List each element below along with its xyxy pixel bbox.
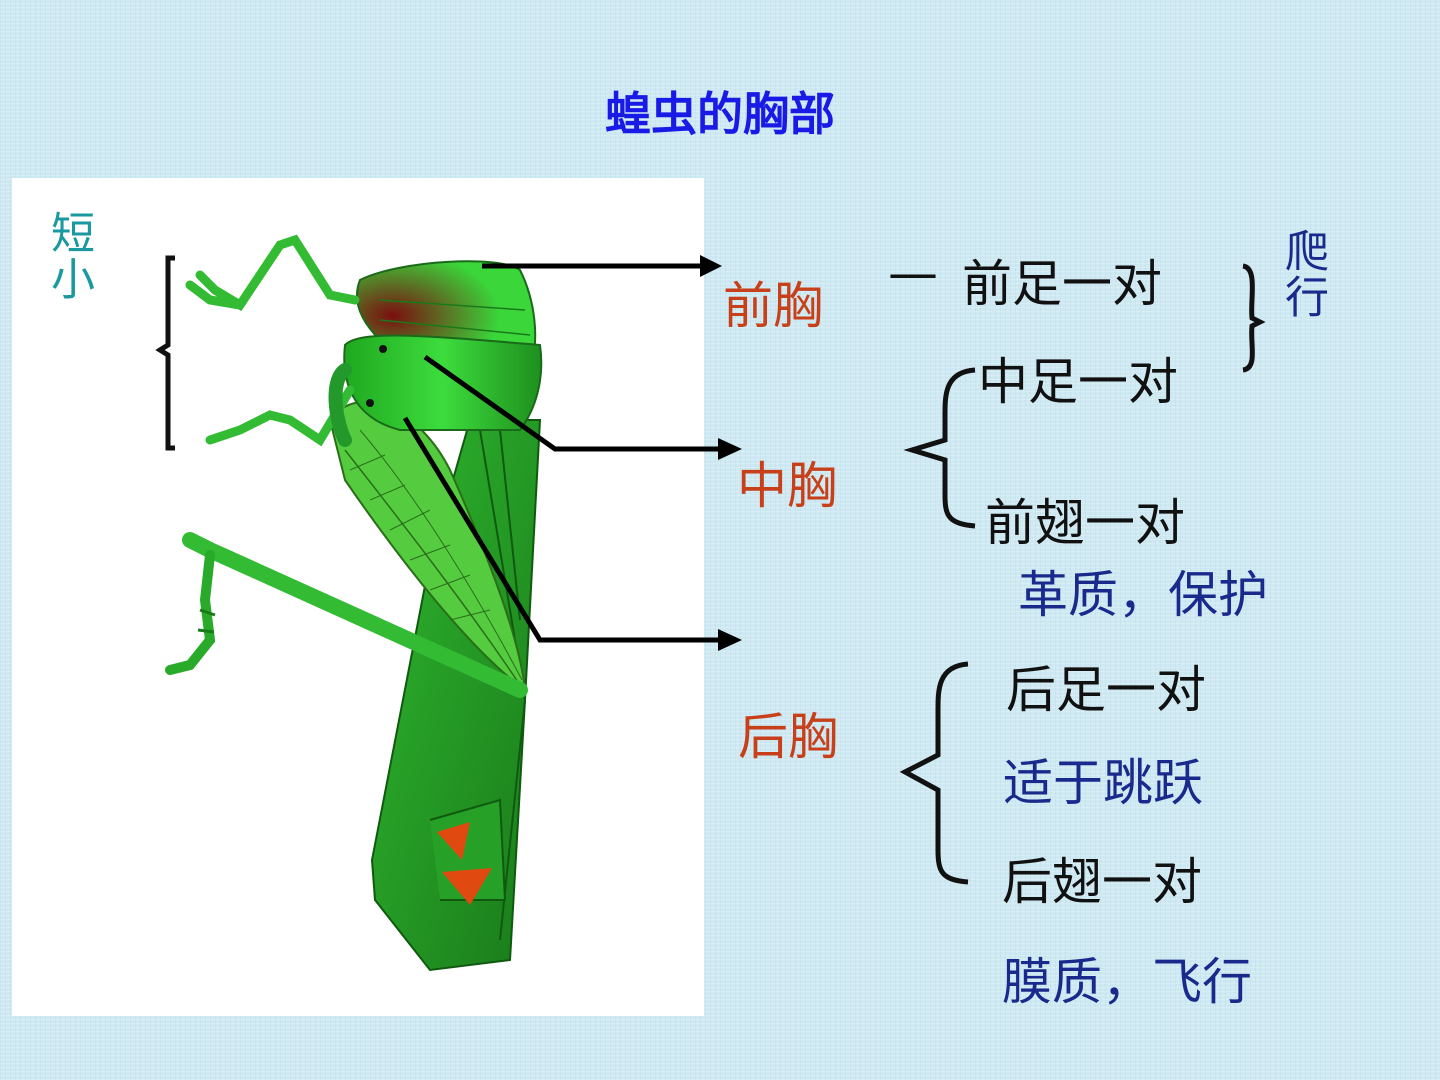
foreleg-dash: — [888,244,938,302]
grasshopper-illustration [165,234,543,972]
arrowhead-mesothorax [718,438,742,460]
hindleg-note: 适于跳跃 [1003,754,1203,812]
forewing-note: 革质，保护 [1018,566,1268,624]
crawl-label: 爬行 [1277,228,1328,320]
mesothorax-brace [903,367,976,529]
page-title: 蝗虫的胸部 [605,87,835,141]
hindwing-note: 膜质，飞行 [1002,953,1252,1011]
wing-fold-2 [499,429,521,621]
forewing-pair: 前翅一对 [985,494,1185,552]
metathorax-label: 后胸 [738,708,838,766]
short-brace [155,255,175,451]
wing-spot-1 [437,822,470,860]
wing-spot-2 [442,868,492,905]
prothorax-label: 前胸 [723,277,823,335]
mesothorax-label: 中胸 [737,457,837,515]
wing-fold-1 [479,429,527,941]
short-label: 短小 [43,210,94,302]
pointer-arrows [402,263,720,643]
crawl-brace [1242,263,1266,373]
arrowhead-prothorax [700,255,722,277]
hindwing-pair: 后翅一对 [1002,853,1202,911]
foreleg [185,234,360,312]
hindleg-pair: 后足一对 [1006,661,1206,719]
metathorax-brace [899,661,969,885]
grasshopper-image-panel [12,178,704,1016]
hindleg [182,532,528,698]
arrowhead-metathorax [718,629,742,651]
midleg-pair: 中足一对 [978,353,1178,411]
foreleg-pair: 前足一对 [962,255,1162,313]
midleg [205,385,355,447]
